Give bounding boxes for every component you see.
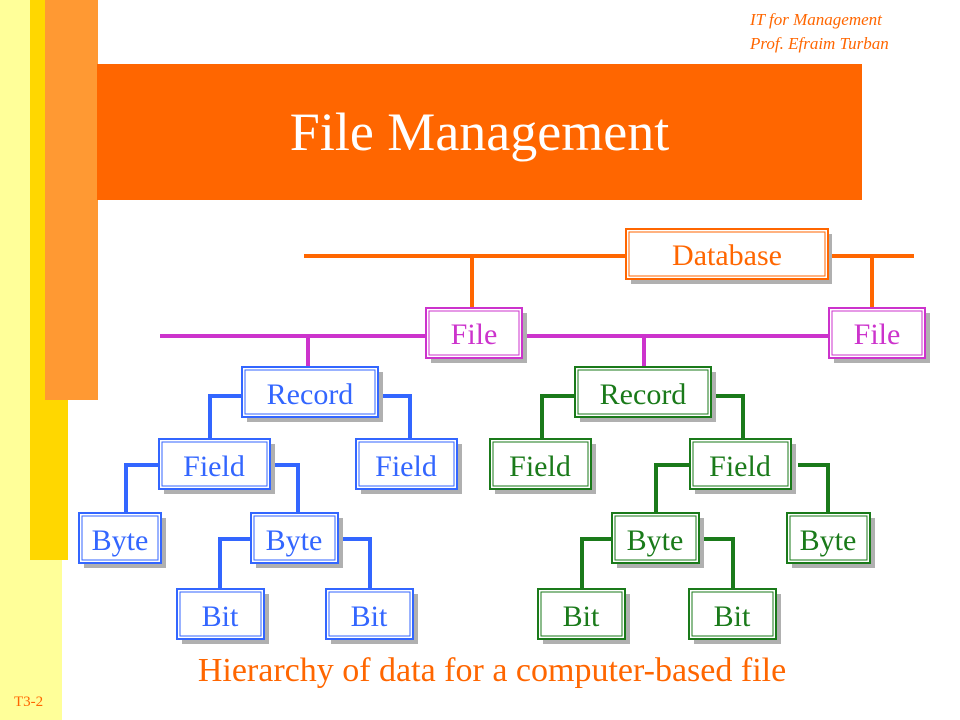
file-left-label: File (451, 318, 498, 351)
file-connectors (160, 334, 930, 368)
field-box-2: Field (355, 438, 462, 494)
bit-3-label: Bit (563, 600, 600, 633)
byte-box-4: Byte (786, 512, 875, 568)
slide-number: T3-2 (14, 694, 44, 710)
field-2-label: Field (375, 450, 437, 483)
record-box-left: Record (241, 366, 383, 422)
record-box-right: Record (574, 366, 716, 422)
byte-4-label: Byte (800, 524, 857, 557)
record-left-label: Record (267, 378, 354, 411)
byte-3-label: Byte (627, 524, 684, 557)
file-box-left: File (425, 307, 527, 363)
database-label: Database (672, 239, 782, 272)
left-record-connectors (124, 394, 412, 590)
bit-box-1: Bit (176, 588, 269, 644)
bit-box-3: Bit (537, 588, 630, 644)
field-4-label: Field (709, 450, 771, 483)
diagram-caption: Hierarchy of data for a computer-based f… (197, 652, 787, 689)
byte-box-2: Byte (250, 512, 343, 568)
byte-box-1: Byte (78, 512, 166, 568)
bit-4-label: Bit (714, 600, 751, 633)
right-record-connectors (540, 394, 830, 590)
bit-2-label: Bit (351, 600, 388, 633)
record-right-label: Record (600, 378, 687, 411)
author-name: Prof. Efraim Turban (750, 34, 889, 53)
bit-box-4: Bit (688, 588, 781, 644)
file-box-right: File (828, 307, 930, 363)
field-3-label: Field (509, 450, 571, 483)
field-box-3: Field (489, 438, 596, 494)
field-box-4: Field (689, 438, 796, 494)
field-1-label: Field (183, 450, 245, 483)
slide-title: File Management (289, 102, 670, 162)
field-box-1: Field (158, 438, 275, 494)
decorative-bar-orange (45, 0, 98, 400)
file-right-label: File (854, 318, 901, 351)
title-band (97, 64, 862, 200)
course-name: IT for Management (750, 10, 882, 29)
byte-box-3: Byte (611, 512, 704, 568)
bit-1-label: Bit (202, 600, 239, 633)
database-box: Database (625, 228, 832, 284)
byte-1-label: Byte (92, 524, 149, 557)
byte-2-label: Byte (266, 524, 323, 557)
bit-box-2: Bit (325, 588, 418, 644)
